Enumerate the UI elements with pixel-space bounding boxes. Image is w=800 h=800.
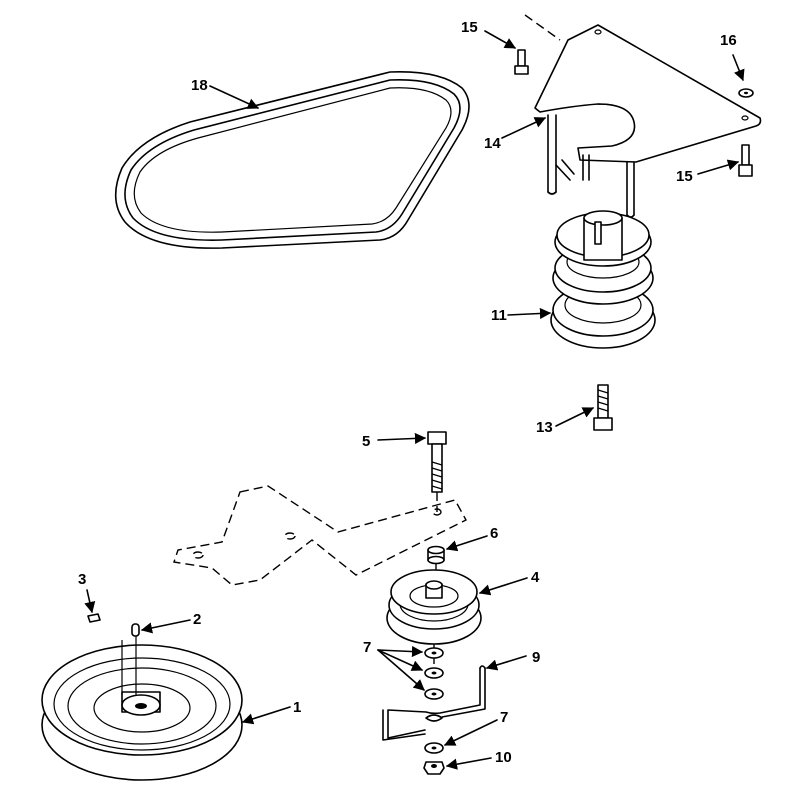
key-2	[131, 623, 140, 637]
deck-plate	[173, 485, 467, 586]
callout-6: 6	[490, 525, 498, 542]
idler-bracket	[524, 14, 762, 218]
drive-pulley	[41, 634, 243, 781]
callout-1: 1	[293, 699, 301, 716]
spring-rod-9	[382, 665, 486, 741]
callout-labels: 18 15 16 14 15 11 13 5 6 4 7 9 7 10 1 2 …	[78, 19, 737, 766]
callout-16: 16	[720, 32, 737, 49]
callout-14: 14	[484, 135, 501, 152]
callout-15-lower: 15	[676, 168, 693, 185]
callout-13: 13	[536, 419, 553, 436]
callout-11: 11	[491, 307, 507, 324]
callout-15-upper: 15	[461, 19, 478, 36]
nut-10	[423, 761, 445, 775]
drive-belt	[114, 71, 470, 249]
washers-7	[424, 647, 444, 754]
callout-10: 10	[495, 749, 512, 766]
set-screw-3	[87, 613, 101, 623]
double-pulley	[550, 210, 656, 349]
bolt-15-upper	[514, 49, 529, 75]
callout-3: 3	[78, 571, 86, 588]
callout-18: 18	[191, 77, 208, 94]
bolt-13	[593, 384, 613, 431]
idler-pulley	[386, 569, 482, 664]
callout-9: 9	[532, 649, 540, 666]
bolt-15-lower	[738, 144, 753, 177]
callout-7-left: 7	[363, 639, 371, 656]
bolt-5	[427, 431, 447, 512]
callout-5: 5	[362, 433, 370, 450]
callout-4: 4	[531, 569, 540, 586]
leader-lines	[84, 30, 745, 770]
washer-16	[738, 88, 754, 98]
callout-2: 2	[193, 611, 201, 628]
callout-7-right: 7	[500, 709, 508, 726]
